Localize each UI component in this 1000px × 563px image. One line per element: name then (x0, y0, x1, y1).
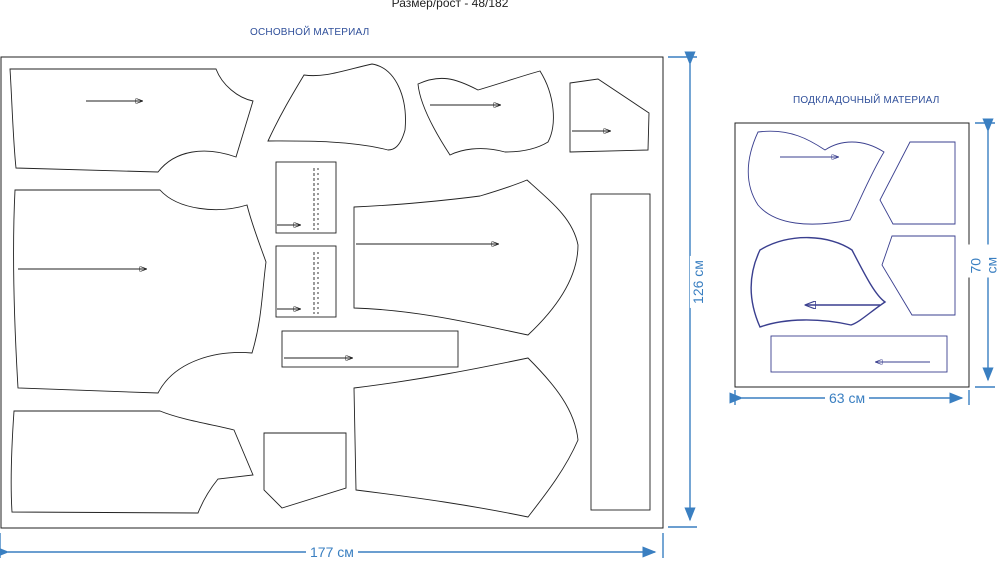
main-height-label: 126 см (689, 256, 706, 308)
main-fabric-label: ОСНОВНОЙ МАТЕРИАЛ (250, 27, 370, 38)
main-width-label: 177 см (306, 544, 358, 560)
pattern-piece-back-top (9, 68, 254, 173)
pattern-piece-sleeve-cap-1 (267, 63, 406, 151)
size-title: Размер/рост - 48/182 (391, 0, 509, 10)
pattern-piece-strip-middle (281, 330, 459, 368)
pattern-piece-front-large (13, 189, 267, 394)
pattern-piece-pocket-top (569, 78, 650, 153)
lining-width-label: 63 см (825, 390, 870, 406)
pattern-piece-sleeve-upper (353, 179, 579, 336)
pattern-piece-lower-left (10, 410, 254, 514)
lining-piece-strip (770, 335, 948, 373)
lining-fabric-label: ПОДКЛАДОЧНЫЙ МАТЕРИАЛ (793, 95, 940, 106)
pattern-piece-sleeve-cap-2 (417, 70, 554, 156)
lining-height-label: 70 см (967, 244, 1000, 278)
pattern-piece-small-rect-2 (275, 245, 337, 318)
pattern-piece-small-rect-1 (275, 161, 337, 234)
pattern-piece-sleeve-lower (353, 357, 579, 518)
main-fabric-frame (0, 56, 664, 529)
lining-piece-trapezoid-2 (881, 235, 956, 316)
lining-piece-sleeve-cap-2 (750, 236, 887, 328)
lining-fabric-frame (734, 122, 970, 388)
pattern-piece-strip-vertical (590, 193, 651, 511)
lining-piece-sleeve-cap-1 (747, 130, 885, 225)
lining-piece-trapezoid-1 (879, 141, 956, 225)
pattern-piece-pocket-bottom (263, 432, 347, 509)
